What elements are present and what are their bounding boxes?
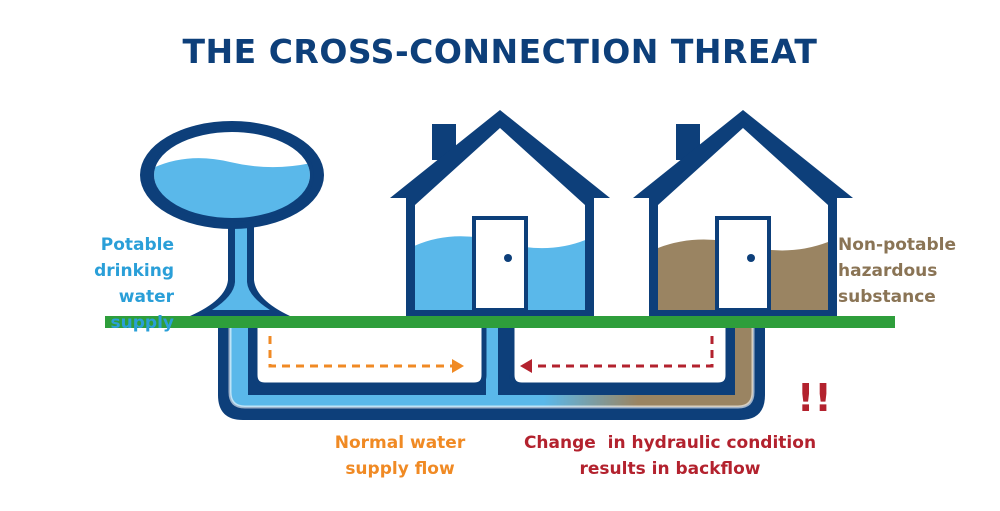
- water-tower-icon: [140, 121, 324, 316]
- potable-supply-label: Potable drinking water supply: [60, 232, 174, 336]
- door-icon: [715, 216, 771, 312]
- normal-flow-arrow-icon: [268, 336, 464, 373]
- potable-label-line: Potable: [100, 235, 174, 255]
- potable-label-line: drinking water: [94, 261, 174, 307]
- house-icon-hazard: [633, 110, 853, 318]
- normal-flow-label-line: Normal water: [334, 433, 466, 453]
- nonpotable-label-line: Non-potable: [838, 235, 957, 255]
- normal-flow-label-line: supply flow: [345, 459, 455, 479]
- nonpotable-label-line: substance: [838, 287, 936, 307]
- normal-flow-label: Normal water supply flow: [300, 430, 500, 482]
- potable-label-line: supply: [110, 313, 174, 333]
- backflow-label-line: results in backflow: [579, 459, 761, 479]
- ground-line: [105, 316, 895, 328]
- nonpotable-substance-label: Non-potable hazardous substance: [838, 232, 978, 310]
- house-icon-potable: [390, 110, 610, 318]
- backflow-arrow-icon: [520, 336, 714, 373]
- exclamation-icon: !!: [797, 376, 832, 420]
- door-icon: [472, 216, 528, 312]
- pipe-network: [218, 317, 765, 420]
- backflow-label-line: Change in hydraulic condition: [523, 433, 817, 453]
- diagram-title: THE CROSS-CONNECTION THREAT: [182, 32, 818, 71]
- svg-text:!!: !!: [797, 376, 832, 420]
- nonpotable-label-line: hazardous: [838, 261, 938, 281]
- backflow-label: Change in hydraulic condition results in…: [505, 430, 835, 482]
